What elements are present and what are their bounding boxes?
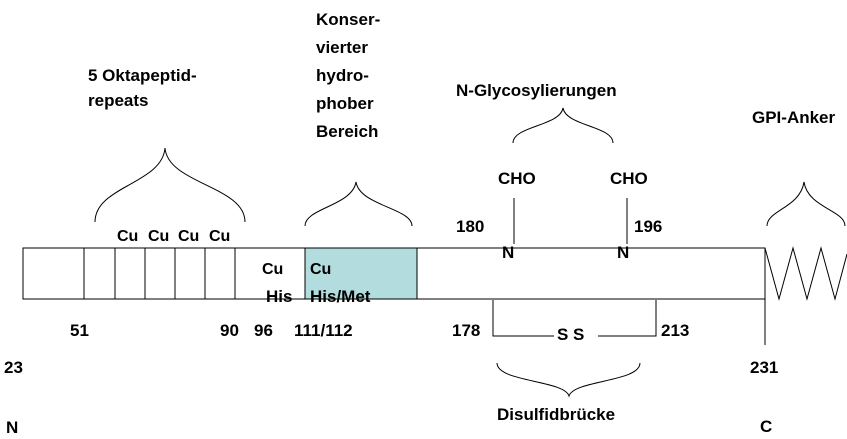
disulfide-ss: S S: [557, 325, 584, 344]
brace-oktapeptid: [94, 147, 246, 223]
repeat-dividers: [83, 248, 236, 299]
label-konserviert-5: Bereich: [316, 122, 378, 141]
label-konserviert-1: Konser-: [316, 10, 380, 29]
hydrophobic-region-box: [304, 247, 418, 300]
pos-23: 23: [4, 358, 23, 377]
brace-glyco: [512, 107, 614, 144]
disulfide-left-arm: [492, 300, 554, 337]
brace-disulfid: [496, 362, 641, 398]
label-glycosylierungen: N-Glycosylierungen: [456, 81, 617, 100]
pos-111-112: 111/112: [294, 321, 353, 340]
cu-single-residue: His: [266, 287, 292, 306]
label-oktapeptid-2: repeats: [88, 91, 148, 110]
pos-96: 96: [254, 321, 273, 340]
label-disulfidbruecke: Disulfidbrücke: [497, 405, 615, 424]
cu-repeat-2: Cu: [148, 228, 169, 245]
cu-box-residue: His/Met: [310, 287, 371, 306]
cu-repeat-1: Cu: [117, 228, 138, 245]
brace-konserviert: [304, 181, 413, 227]
label-gpi-anker: GPI-Anker: [752, 108, 836, 127]
pos-90: 90: [220, 321, 239, 340]
brace-gpi: [766, 181, 846, 227]
glyco-n-2: N: [617, 243, 629, 262]
pos-51: 51: [70, 321, 89, 340]
label-konserviert-4: phober: [316, 94, 374, 113]
label-oktapeptid-1: 5 Oktapeptid-: [88, 66, 197, 85]
disulfide-right-arm: [598, 300, 657, 337]
cu-repeat-3: Cu: [178, 228, 199, 245]
label-cho-1: CHO: [498, 169, 536, 188]
pos-231: 231: [750, 358, 778, 377]
pos-213: 213: [661, 321, 689, 340]
pos-178: 178: [452, 321, 480, 340]
terminus-n: N: [6, 418, 18, 437]
pos-196: 196: [634, 217, 662, 236]
glyco-n-1: N: [502, 243, 514, 262]
label-konserviert-2: vierter: [316, 38, 368, 57]
terminus-c: C: [760, 417, 772, 436]
label-konserviert-3: hydro-: [316, 66, 369, 85]
cu-single-metal: Cu: [262, 261, 283, 278]
pos-180: 180: [456, 217, 484, 236]
label-cho-2: CHO: [610, 169, 648, 188]
gpi-anchor-zigzag: [764, 246, 847, 301]
cu-box-metal: Cu: [310, 261, 331, 278]
cu-repeat-4: Cu: [209, 228, 230, 245]
